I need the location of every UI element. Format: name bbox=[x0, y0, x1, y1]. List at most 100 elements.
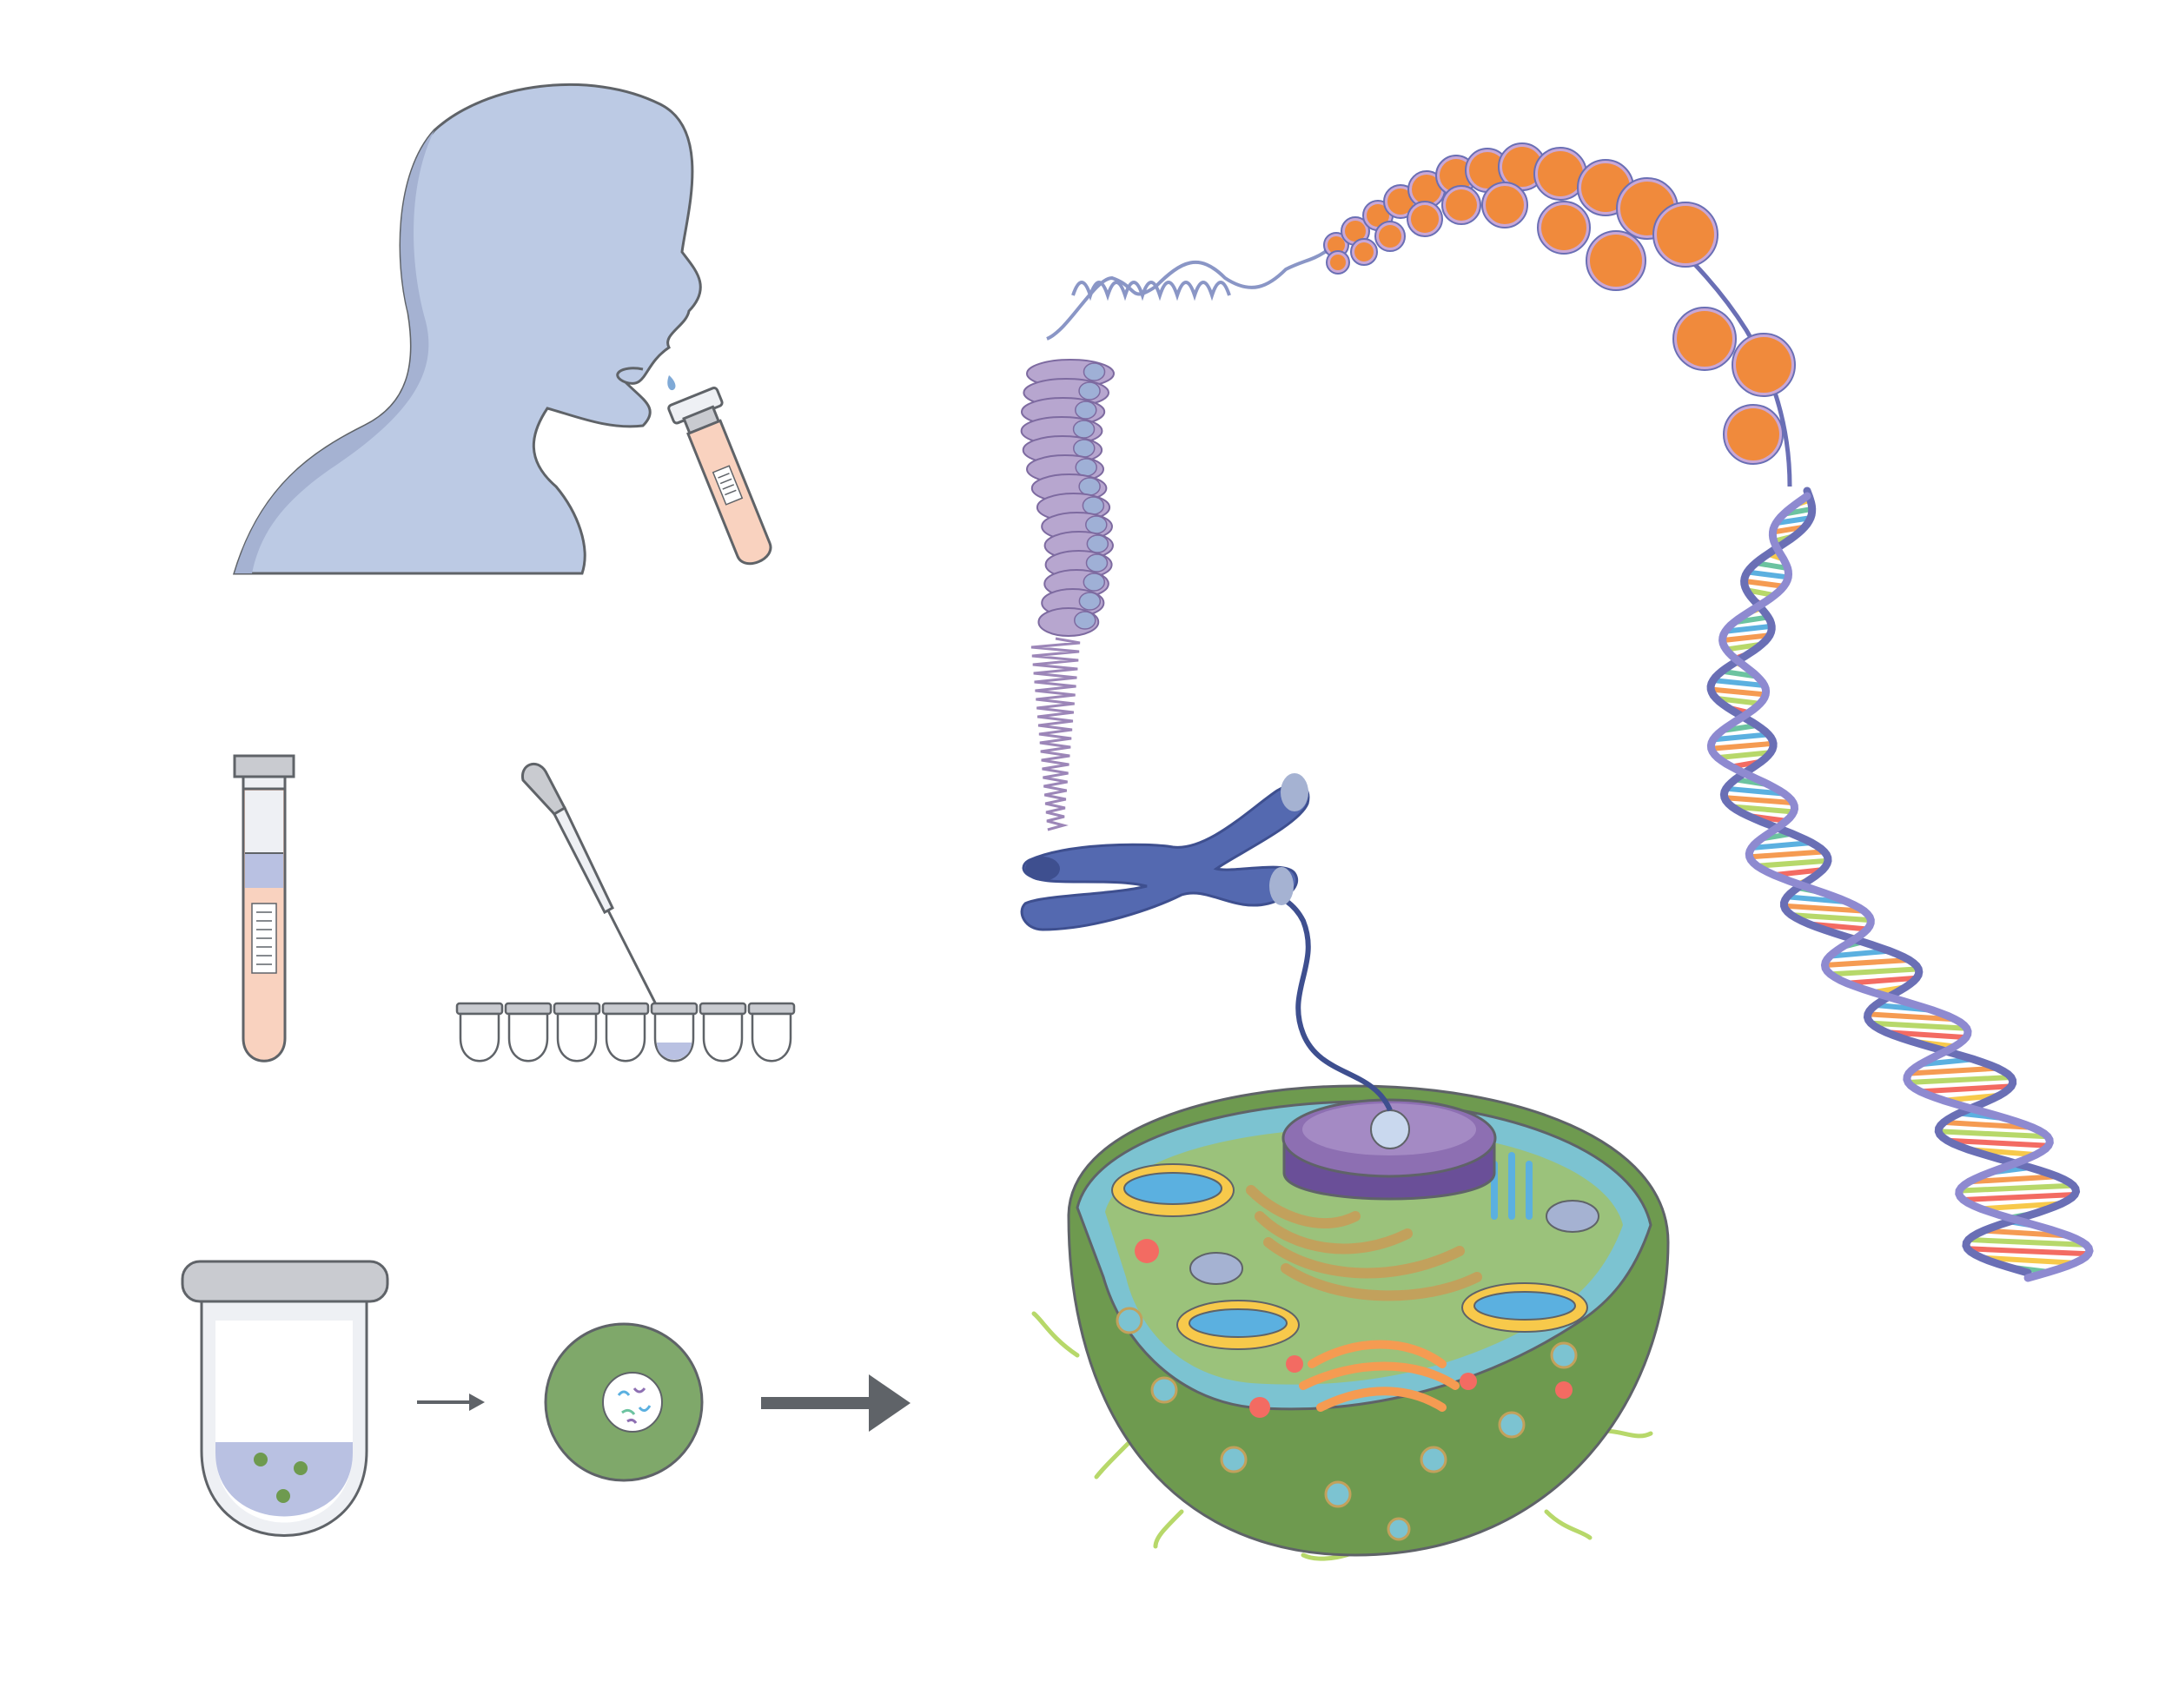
nucleosome bbox=[1330, 255, 1346, 270]
dna-double-helix-icon bbox=[1706, 487, 2094, 1282]
coil-bead bbox=[1078, 592, 1102, 611]
nucleosome bbox=[1502, 147, 1542, 187]
coil-bead bbox=[1075, 458, 1097, 477]
base-pair bbox=[1725, 785, 1785, 797]
dna-strand-to-nucleus bbox=[1231, 887, 1393, 1112]
coil-bead bbox=[1075, 401, 1097, 420]
base-pair bbox=[1784, 903, 1864, 914]
base-pair bbox=[1908, 1075, 2011, 1085]
nucleosome bbox=[1387, 189, 1414, 215]
saliva-tube-icon bbox=[667, 387, 772, 566]
coil-spring bbox=[1030, 637, 1081, 831]
coil-bead bbox=[1073, 439, 1096, 458]
coil-bead bbox=[1083, 362, 1106, 381]
head-silhouette bbox=[232, 83, 702, 575]
nucleosome bbox=[1446, 189, 1477, 221]
base-pair bbox=[1829, 948, 1891, 959]
coil-bead bbox=[1085, 515, 1108, 534]
coil-bead bbox=[1074, 611, 1096, 630]
base-pair bbox=[1830, 966, 1919, 977]
base-pair bbox=[1755, 560, 1789, 572]
coil-bead bbox=[1082, 496, 1105, 515]
base-pair bbox=[1963, 1192, 2076, 1202]
pcr-well bbox=[601, 1002, 650, 1063]
base-pair bbox=[1722, 632, 1771, 644]
pcr-well bbox=[504, 1002, 553, 1063]
coil-bead bbox=[1078, 477, 1101, 496]
head-shadow bbox=[235, 130, 434, 573]
coil-bead bbox=[1085, 553, 1109, 573]
large-arrow-icon bbox=[761, 1374, 911, 1432]
pcr-well bbox=[650, 1002, 699, 1063]
nucleosome bbox=[1541, 205, 1586, 250]
base-pair bbox=[1712, 678, 1765, 689]
nucleosome bbox=[1440, 159, 1473, 192]
base-pair bbox=[1946, 1137, 2049, 1149]
petri-dish-icon bbox=[544, 1322, 704, 1482]
chromatin-fiber-icon bbox=[1020, 359, 1115, 831]
nucleosome bbox=[1590, 235, 1642, 287]
nucleosome bbox=[1469, 152, 1506, 189]
base-pair bbox=[1967, 1246, 2089, 1257]
base-pair bbox=[1712, 732, 1769, 743]
looped-fiber-icon bbox=[1046, 250, 1327, 341]
open-mouth bbox=[616, 367, 644, 384]
base-pair bbox=[1871, 1020, 1967, 1031]
base-pair bbox=[1938, 1129, 2049, 1140]
coil-bead bbox=[1078, 381, 1101, 401]
nucleosome bbox=[1736, 337, 1791, 393]
nucleosome bbox=[1411, 205, 1439, 233]
nucleosome bbox=[1727, 408, 1779, 460]
helix-backbone-a bbox=[1706, 487, 2081, 1277]
coil-bead bbox=[1072, 420, 1096, 439]
pcr-well bbox=[553, 1002, 601, 1063]
nucleosome-string-icon bbox=[1323, 142, 1796, 487]
base-pair bbox=[1969, 1174, 2058, 1185]
pcr-well bbox=[455, 1002, 504, 1063]
centrifuge-tube-icon bbox=[181, 1260, 389, 1537]
pcr-strip-icon bbox=[455, 1002, 796, 1063]
pipette-icon bbox=[521, 762, 659, 1009]
base-pair bbox=[1717, 750, 1771, 761]
base-pair bbox=[1981, 1201, 2063, 1212]
base-pair bbox=[1959, 1182, 2074, 1194]
base-pair bbox=[1749, 849, 1825, 860]
base-pair bbox=[1920, 1083, 2012, 1095]
small-arrow-icon bbox=[417, 1394, 485, 1411]
saliva-drop bbox=[667, 375, 676, 391]
base-pair bbox=[1715, 695, 1761, 706]
nucleosome bbox=[1354, 242, 1374, 261]
coil-bead bbox=[1086, 534, 1109, 553]
base-pair bbox=[1775, 515, 1811, 526]
base-pair bbox=[1711, 740, 1774, 751]
nucleosome bbox=[1657, 206, 1714, 263]
base-pair bbox=[1846, 975, 1917, 986]
nucleosome bbox=[1412, 175, 1441, 204]
base-pair bbox=[1744, 578, 1785, 589]
pcr-well bbox=[699, 1002, 747, 1063]
base-pair bbox=[1981, 1255, 2076, 1266]
base-pair bbox=[1867, 1011, 1956, 1023]
base-pair bbox=[1732, 804, 1794, 815]
base-pair bbox=[1968, 1236, 2087, 1248]
nucleosome bbox=[1538, 151, 1583, 196]
nucleosome bbox=[1345, 221, 1366, 242]
base-pair bbox=[1751, 840, 1812, 851]
base-pair bbox=[1908, 1065, 1998, 1076]
base-pair bbox=[1746, 569, 1789, 580]
base-pair bbox=[1824, 957, 1910, 968]
nucleosome bbox=[1367, 204, 1389, 227]
human-profile-icon bbox=[232, 83, 702, 575]
base-pair bbox=[1791, 912, 1871, 924]
base-pair bbox=[1710, 686, 1766, 698]
nucleus bbox=[1281, 1098, 1497, 1201]
base-pair bbox=[1885, 1029, 1967, 1041]
helix-backbone-b bbox=[1706, 492, 2094, 1282]
nucleosome bbox=[1677, 311, 1732, 367]
pcr-well bbox=[747, 1002, 796, 1063]
base-pair bbox=[1724, 795, 1794, 806]
nucleosome bbox=[1328, 236, 1345, 254]
nucleosome bbox=[1486, 186, 1524, 224]
